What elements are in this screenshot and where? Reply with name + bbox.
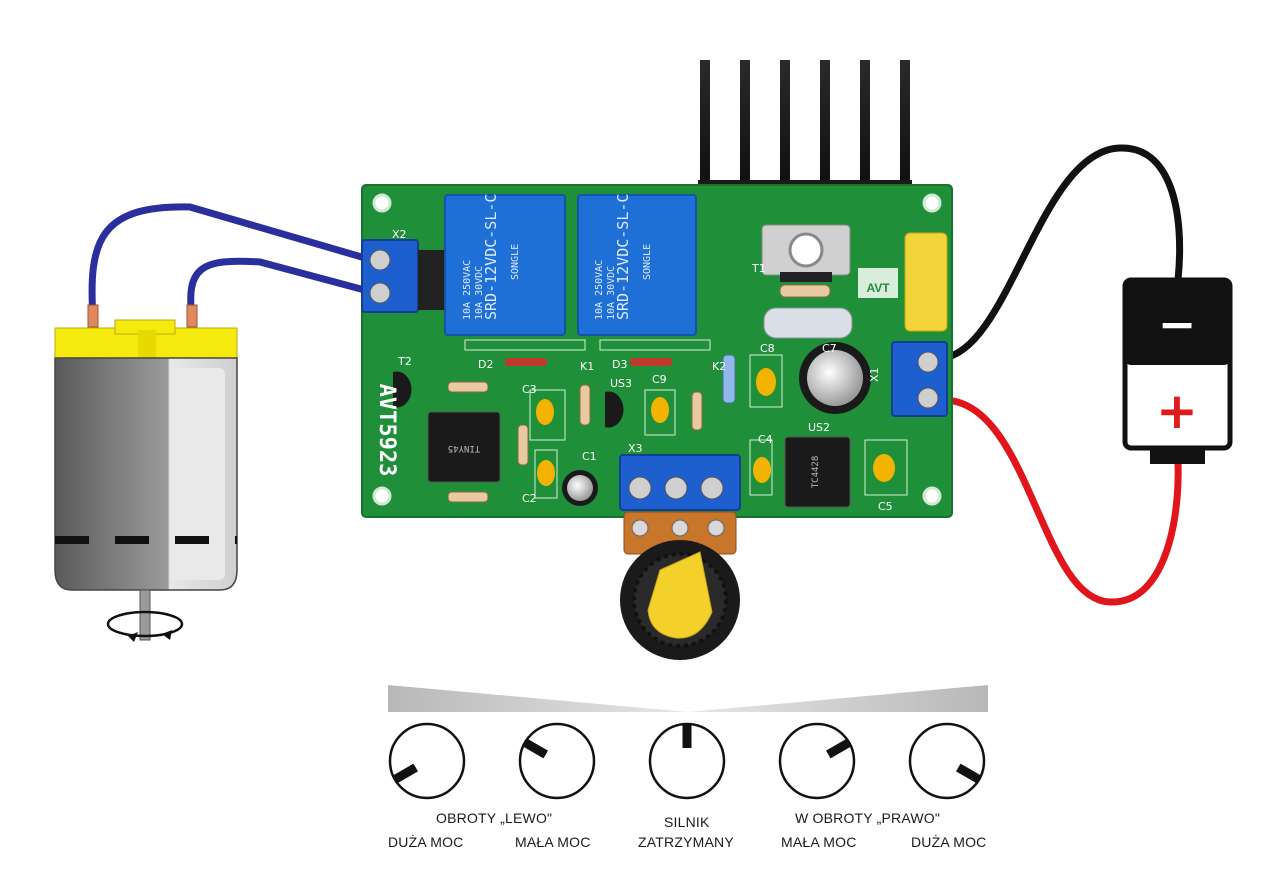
svg-text:T1: T1 <box>751 262 766 275</box>
svg-text:X1: X1 <box>868 367 881 382</box>
relay-k1: 10A 250VAC 10A 30VDC SRD-12VDC-SL-C SONG… <box>444 194 566 336</box>
capacitor-c3 <box>536 399 554 425</box>
knob-dial-2 <box>518 722 596 800</box>
label-right-top: W OBROTY „PRAWO" <box>795 810 941 826</box>
ic-us1: TINY45 <box>427 411 501 483</box>
terminal-x1 <box>891 341 948 417</box>
knob-dial-1 <box>388 722 466 800</box>
svg-text:K2: K2 <box>712 360 726 373</box>
svg-text:TINY45: TINY45 <box>448 443 481 453</box>
speed-scale-wedge <box>388 685 988 712</box>
capacitor-c8 <box>756 368 776 396</box>
svg-text:C4: C4 <box>758 433 773 446</box>
knob-pointer-2 <box>522 738 548 759</box>
svg-text:D3: D3 <box>612 358 627 371</box>
capacitor-c7 <box>799 342 871 414</box>
transistor-t2 <box>393 371 412 408</box>
label-left-bottom-far: DUŻA MOC <box>388 834 464 850</box>
svg-text:X3: X3 <box>628 442 643 455</box>
potentiometer-knob <box>620 511 740 660</box>
svg-text:C9: C9 <box>652 373 667 386</box>
capacitor-film <box>904 232 948 332</box>
diode-d2 <box>505 358 547 366</box>
knob-pointer-4 <box>826 738 852 759</box>
svg-text:US2: US2 <box>808 421 830 434</box>
label-center-top: SILNIK <box>664 814 710 830</box>
battery-plus-icon: + <box>1156 382 1198 440</box>
dc-motor <box>54 203 376 642</box>
knob-dial-5 <box>908 722 986 800</box>
knob-pointer-1 <box>392 763 418 784</box>
battery: − + <box>939 144 1233 606</box>
resistors <box>447 284 853 503</box>
capacitor-c4 <box>753 457 771 483</box>
battery-minus-icon: − <box>1158 297 1197 351</box>
svg-text:C1: C1 <box>582 450 597 463</box>
knob-pointer-5 <box>956 763 982 784</box>
terminal-x2 <box>361 239 444 313</box>
capacitor-c9 <box>651 397 669 423</box>
capacitor-c5 <box>873 454 895 482</box>
svg-text:AVT: AVT <box>866 281 890 295</box>
svg-text:10A 250VAC: 10A 250VAC <box>462 260 473 320</box>
svg-text:TC4428: TC4428 <box>811 456 821 489</box>
board-model-label: AVT5923 <box>374 384 399 477</box>
svg-text:SONGLE: SONGLE <box>510 244 521 280</box>
motor-wire-2 <box>187 257 376 322</box>
svg-text:K1: K1 <box>580 360 594 373</box>
svg-text:SONGLE: SONGLE <box>642 244 653 280</box>
svg-text:C2: C2 <box>522 492 537 505</box>
label-center-bottom: ZATRZYMANY <box>638 834 734 850</box>
avt-logo <box>858 268 898 298</box>
svg-text:D2: D2 <box>478 358 493 371</box>
silkscreen-labels: X2 X1 X3 K1 K2 T1 T2 D2 D3 C1 C2 C3 C4 C… <box>392 228 893 513</box>
label-right-bottom-far: DUŻA MOC <box>911 834 987 850</box>
svg-text:SRD-12VDC-SL-C: SRD-12VDC-SL-C <box>614 194 632 320</box>
motor-wire-1 <box>88 203 376 322</box>
knob-positions <box>388 722 986 800</box>
terminal-x3 <box>619 454 741 511</box>
battery-top <box>1125 280 1230 365</box>
svg-text:US3: US3 <box>610 377 632 390</box>
label-left-bottom-near: MAŁA MOC <box>515 834 591 850</box>
regulator-us3 <box>605 391 624 428</box>
battery-wire-red <box>939 396 1182 606</box>
svg-text:SRD-12VDC-SL-C: SRD-12VDC-SL-C <box>482 194 500 320</box>
svg-text:10A 250VAC: 10A 250VAC <box>594 260 605 320</box>
ic-us2: TC4428 <box>784 436 851 508</box>
relay-k2: 10A 250VAC 10A 30VDC SRD-12VDC-SL-C SONG… <box>577 194 697 336</box>
capacitor-c2 <box>537 460 555 486</box>
svg-text:C7: C7 <box>822 342 837 355</box>
label-right-bottom-near: MAŁA MOC <box>781 834 857 850</box>
label-left-top: OBROTY „LEWO" <box>436 810 553 826</box>
svg-text:X2: X2 <box>392 228 407 241</box>
svg-text:C3: C3 <box>522 383 537 396</box>
motor-terminal-left <box>87 304 99 328</box>
rotation-arrow-icon <box>106 610 184 638</box>
diode-d3 <box>630 358 672 366</box>
motor-shaft <box>139 589 151 641</box>
knob-dial-4 <box>778 722 856 800</box>
svg-text:10A 30VDC: 10A 30VDC <box>474 266 485 320</box>
svg-text:C8: C8 <box>760 342 775 355</box>
svg-text:T2: T2 <box>397 355 412 368</box>
transistor-t1 <box>761 224 851 282</box>
svg-text:C5: C5 <box>878 500 893 513</box>
motor-terminal-right <box>186 304 198 328</box>
svg-text:10A 30VDC: 10A 30VDC <box>606 266 617 320</box>
capacitor-c1 <box>562 470 598 506</box>
battery-wire-black <box>939 144 1184 362</box>
